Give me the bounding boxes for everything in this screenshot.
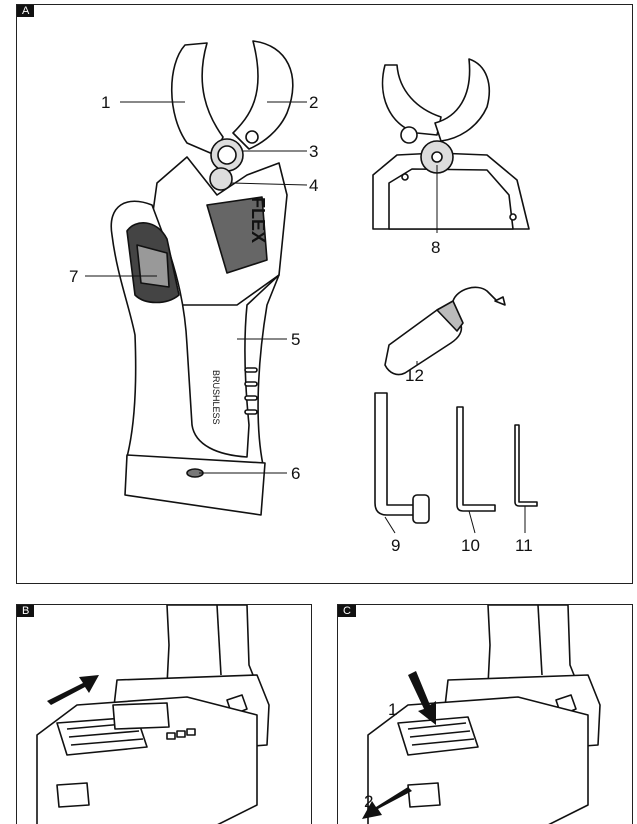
callout-1: 1 xyxy=(101,93,110,112)
flex-logo: FLEX xyxy=(248,197,268,243)
step-label-2: 2 xyxy=(364,792,373,811)
callout-leaders xyxy=(85,101,526,534)
step-label-1: 1 xyxy=(388,700,397,719)
brushless-side-text: BRUSHLESS xyxy=(211,370,221,425)
pivot-detail-illustration xyxy=(372,58,530,230)
battery-insertion-illustration xyxy=(36,605,270,824)
callout-2: 2 xyxy=(309,93,318,112)
callout-9: 9 xyxy=(391,536,400,555)
callout-11: 11 xyxy=(515,536,533,555)
figure-panel-c: C 1 2 xyxy=(337,604,633,824)
figure-panel-a: A FLE xyxy=(16,4,633,584)
pruner-illustration xyxy=(110,40,294,516)
figure-panel-b: B xyxy=(16,604,312,824)
figure-c-drawing: 1 2 xyxy=(362,605,601,824)
slide-out-arrow xyxy=(362,787,412,819)
callout-12: 12 xyxy=(405,366,424,385)
callout-5: 5 xyxy=(291,330,300,349)
figure-a-drawing: FLEX BRUSHLESS xyxy=(69,40,538,555)
panel-tag-a: A xyxy=(17,5,35,17)
panel-tag-c: C xyxy=(338,605,356,617)
callout-10: 10 xyxy=(461,536,480,555)
figure-b-drawing xyxy=(36,605,270,824)
press-arrow xyxy=(408,671,436,725)
callout-4: 4 xyxy=(309,176,318,195)
callout-6: 6 xyxy=(291,464,300,483)
callout-8: 8 xyxy=(431,238,440,257)
callout-7: 7 xyxy=(69,267,78,286)
callout-3: 3 xyxy=(309,142,318,161)
hex-keys-illustration xyxy=(374,392,538,524)
insert-arrow xyxy=(47,675,99,705)
oil-bottle-illustration xyxy=(384,286,506,376)
panel-tag-b: B xyxy=(17,605,35,617)
battery-removal-illustration xyxy=(367,605,601,824)
